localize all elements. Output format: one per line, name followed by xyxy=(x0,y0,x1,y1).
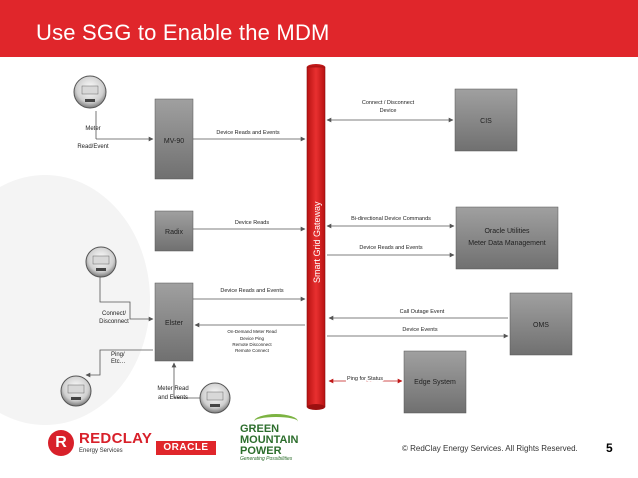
mdm-box xyxy=(455,206,559,270)
mdm-label-line2: Meter Data Management xyxy=(468,240,545,247)
elster-box xyxy=(154,282,194,362)
meter-icon xyxy=(60,375,92,407)
gateway-label: Smart Grid Gateway xyxy=(312,201,322,283)
sgg-to-mdm-label: Device Reads and Events xyxy=(359,245,423,251)
mv90-to-sgg-label: Device Reads and Events xyxy=(216,130,280,136)
meter-icon xyxy=(85,246,117,278)
edge-system-label: Edge System xyxy=(414,379,456,386)
oms-box xyxy=(509,292,573,356)
oms-label: OMS xyxy=(533,322,549,329)
mv90-label: MV-90 xyxy=(164,138,184,145)
sgg-to-elster-label-4: Remote Connect xyxy=(235,348,270,353)
cis-link-label-1: Connect / Disconnect xyxy=(362,100,415,106)
radix-label: Radix xyxy=(165,229,183,236)
oracle-logo: ORACLE xyxy=(156,441,216,455)
bidirectional-label: Bi-directional Device Commands xyxy=(351,216,431,222)
page-number: 5 xyxy=(606,441,613,455)
mdm-label-line1: Oracle Utilities xyxy=(484,228,530,235)
ping-etc-label-1: Ping/ xyxy=(111,352,125,358)
meter-read-event-label-2: Read/Event xyxy=(77,144,109,150)
cis-link-label-2: Device xyxy=(380,108,397,114)
ping-for-status-label: Ping for Status xyxy=(347,376,383,382)
call-outage-label: Call Outage Event xyxy=(400,309,445,315)
sgg-to-elster-label-3: Remote Disconnect xyxy=(232,342,272,347)
meter-read-event-label-1: Meter xyxy=(85,126,100,132)
elster-label: Elster xyxy=(165,320,184,327)
gmp-logo-tagline: Generating Possibilities xyxy=(240,456,293,462)
smart-grid-gateway: Smart Grid Gateway xyxy=(306,64,326,410)
title-bar: Use SGG to Enable the MDM xyxy=(0,0,638,57)
device-events-label: Device Events xyxy=(402,327,437,333)
sgg-to-elster-label-2: Device Ping xyxy=(240,336,265,341)
copyright-text: © RedClay Energy Services. All Rights Re… xyxy=(402,444,578,453)
elster-to-sgg-label: Device Reads and Events xyxy=(220,288,284,294)
meter-icon xyxy=(73,75,107,109)
gmp-logo-line3: POWER xyxy=(240,445,282,457)
gmp-logo-line1: GREEN xyxy=(240,423,280,435)
slide-title: Use SGG to Enable the MDM xyxy=(36,20,330,45)
connect-disconnect-label-2: Disconnect xyxy=(99,319,129,325)
gmp-logo-arc xyxy=(254,414,298,429)
meter-read-events-label-1: Meter Read xyxy=(157,386,188,392)
redclay-logo-name: REDCLAY xyxy=(79,430,153,447)
green-mountain-power-logo: GREEN MOUNTAIN POWER Generating Possibil… xyxy=(240,414,320,470)
radix-to-sgg-label: Device Reads xyxy=(235,220,269,226)
radix-box xyxy=(154,210,194,252)
sgg-to-elster-label-1: On-Demand Meter Read xyxy=(227,329,277,334)
redclay-logo-sub: Energy Services xyxy=(79,448,123,454)
cis-label: CIS xyxy=(480,118,492,125)
cis-box xyxy=(454,88,518,152)
connect-disconnect-label-1: Connect/ xyxy=(102,311,126,317)
ping-etc-label-2: Etc… xyxy=(111,359,126,365)
mv90-box xyxy=(154,98,194,180)
meter-read-events-label-2: and Events xyxy=(158,395,188,401)
redclay-logo-mark: R xyxy=(48,430,74,456)
gmp-logo-line2: MOUNTAIN xyxy=(240,434,299,446)
edge-system-box xyxy=(403,350,467,414)
meter-icon xyxy=(199,382,231,414)
redclay-logo: R REDCLAY Energy Services xyxy=(48,428,158,464)
